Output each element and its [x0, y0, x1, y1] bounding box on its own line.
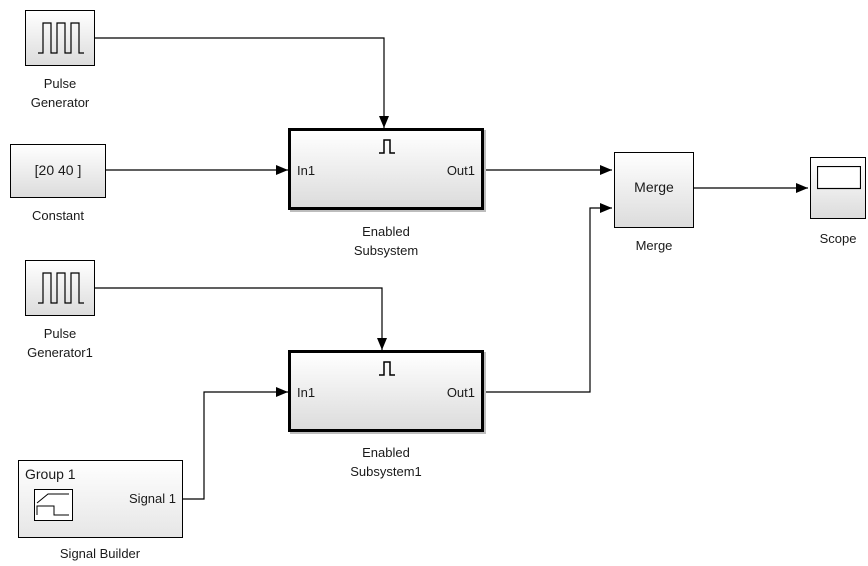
merge-label: Merge — [635, 238, 673, 253]
merge-block[interactable]: Merge — [614, 152, 694, 228]
pulse-wave-icon — [38, 22, 84, 54]
merge-text: Merge — [634, 179, 674, 195]
pulse-generator1-label: Pulse Generator1 — [27, 326, 93, 360]
line-signalbuilder-to-in1[interactable] — [183, 387, 288, 500]
signal-builder-block[interactable]: Group 1 Signal 1 — [18, 460, 183, 538]
scope-screen-icon — [817, 166, 861, 190]
enabled-subsystem1-label: Enabled Subsystem1 — [350, 445, 422, 479]
line-pulse-to-enable[interactable] — [95, 37, 389, 128]
enable-port-icon — [379, 361, 395, 376]
constant-value: [20 40 ] — [34, 162, 82, 178]
pulse-generator-label: Pulse Generator — [30, 76, 90, 110]
subsystem1-out-port: Out1 — [446, 385, 475, 400]
subsystem1-in-port: In1 — [297, 385, 316, 400]
pulse-wave-icon — [38, 272, 84, 304]
subsystem-out-port: Out1 — [446, 163, 475, 178]
subsystem-in-port: In1 — [297, 163, 316, 178]
line-subsystem1-to-merge[interactable] — [484, 203, 612, 393]
signal-builder-signal: Signal 1 — [129, 491, 176, 506]
scope-block[interactable] — [810, 157, 866, 219]
line-pulse1-to-enable[interactable] — [95, 287, 387, 350]
signal-builder-graph-icon — [34, 489, 73, 521]
signal-builder-group: Group 1 — [25, 466, 76, 482]
scope-label: Scope — [819, 231, 857, 246]
constant-block[interactable]: [20 40 ] — [10, 144, 106, 198]
signal-builder-label: Signal Builder — [59, 546, 141, 561]
constant-label: Constant — [31, 208, 85, 223]
pulse-generator-block[interactable] — [25, 10, 95, 66]
pulse-generator1-block[interactable] — [25, 260, 95, 316]
enabled-subsystem1-block[interactable]: In1 Out1 — [288, 350, 484, 432]
enabled-subsystem-label: Enabled Subsystem — [353, 224, 419, 258]
enabled-subsystem-block[interactable]: In1 Out1 — [288, 128, 484, 210]
enable-port-icon — [379, 139, 395, 154]
